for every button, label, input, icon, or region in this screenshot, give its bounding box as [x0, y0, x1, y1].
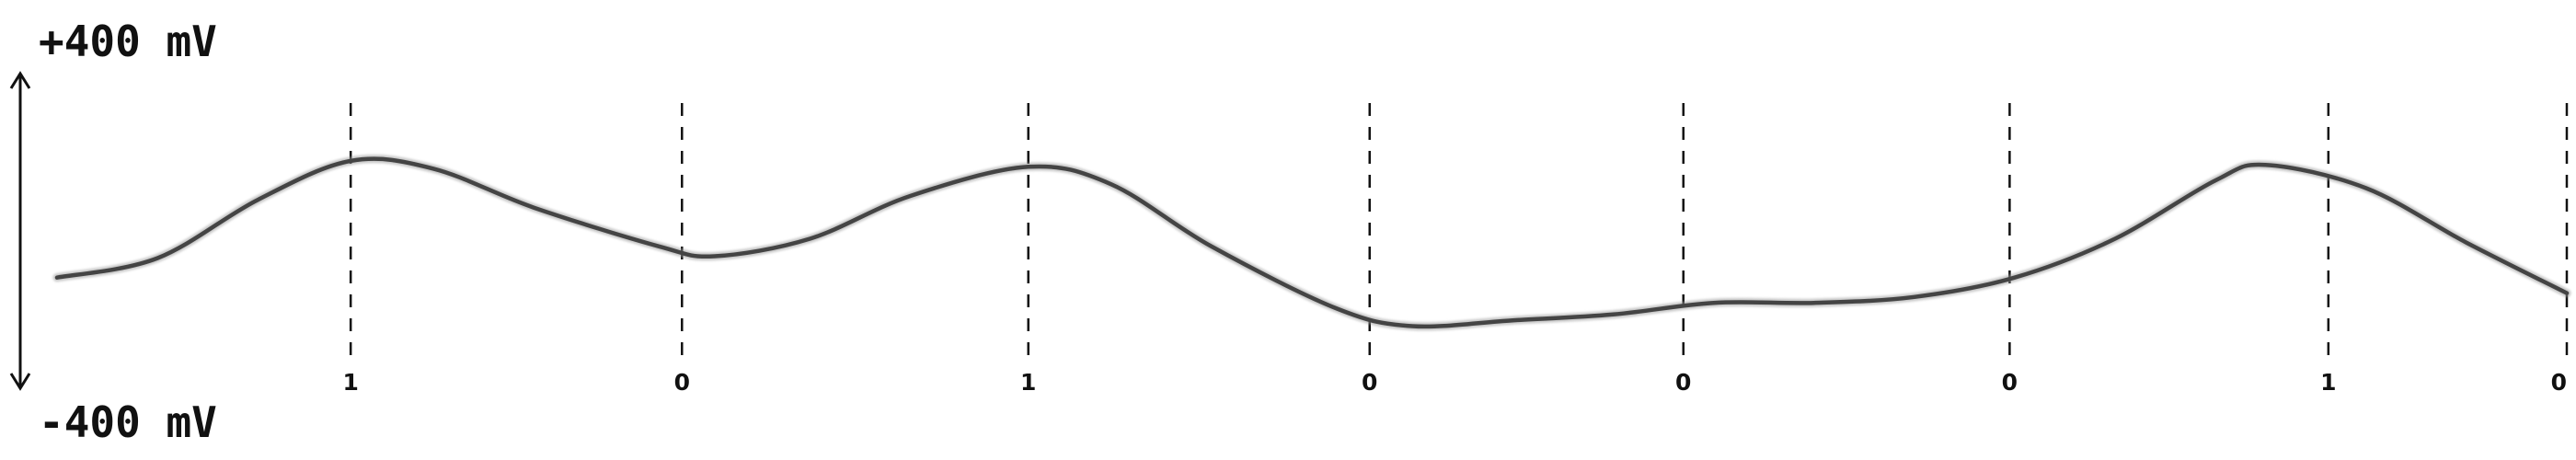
min-voltage-label: -400 mV — [39, 397, 217, 447]
waveform-halo — [52, 155, 2571, 331]
bit-label: 0 — [1675, 369, 1691, 396]
bit-label: 0 — [1362, 369, 1377, 396]
bit-labels: 1 0 1 0 0 0 1 0 — [342, 369, 2567, 396]
max-voltage-label: +400 mV — [39, 17, 217, 66]
bit-label: 1 — [1020, 369, 1036, 396]
bit-label: 1 — [2320, 369, 2336, 396]
waveform-line — [54, 156, 2570, 329]
voltage-range-arrow-icon — [9, 71, 31, 391]
bit-label: 0 — [2002, 369, 2018, 396]
bit-label: 1 — [342, 369, 358, 396]
bit-label: 0 — [674, 369, 690, 396]
waveform-trace — [52, 155, 2571, 331]
bit-label: 0 — [2551, 369, 2567, 396]
bit-markers — [349, 103, 2569, 366]
